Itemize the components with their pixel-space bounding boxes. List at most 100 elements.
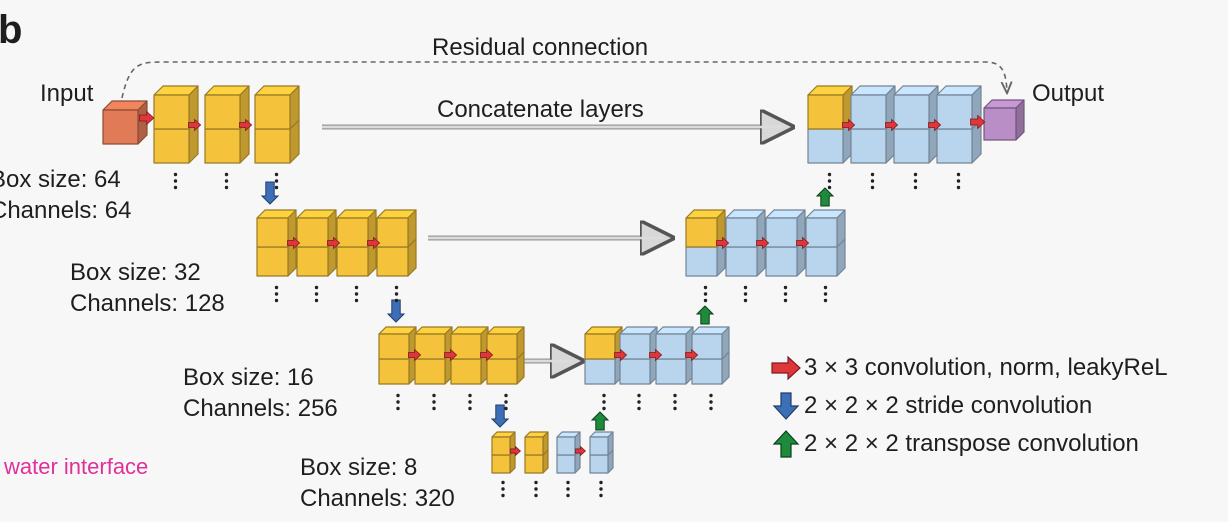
level-1-label: Box size: 64 Channels: 64 (0, 164, 131, 226)
blue-down-arrow-icon (772, 392, 800, 420)
transpose-convolution-arrow (815, 187, 835, 207)
decoder-block-l3-4-upper (691, 326, 730, 360)
decoder-block-l1-2-upper (850, 85, 896, 130)
residual-dashed-line (121, 61, 1007, 99)
ellipsis-dot (566, 480, 570, 485)
ellipsis-dot (783, 298, 788, 303)
ellipsis-dot (173, 185, 178, 190)
ellipsis-dot (956, 172, 961, 177)
decoder-block-l3-2-lower-front (619, 358, 651, 385)
encoder-block-l2-2-lower-front (296, 246, 329, 277)
ellipsis-dot (827, 172, 832, 177)
ellipsis-dot (314, 298, 319, 303)
legend-stride-text: 2 × 2 × 2 stride convolution (804, 392, 1093, 419)
convolution-arrow (928, 118, 942, 132)
input-label: Input (40, 80, 94, 107)
decoder-block-l1-3-upper (893, 85, 939, 130)
encoder-block-l2-3-upper (336, 209, 377, 248)
ellipsis-dot (432, 406, 436, 411)
ellipsis-dot (913, 172, 918, 177)
ellipsis-dot (274, 285, 279, 290)
encoder-block-l2-2-upper-front (296, 217, 329, 248)
decoder-block-l4-2-upper (589, 431, 614, 456)
encoder-block-l1-1-upper-front (153, 94, 190, 130)
ellipsis-dot (566, 493, 570, 498)
concatenate-layers-label: Concatenate layers (437, 96, 644, 123)
encoder-block-l4-2-lower-front (524, 454, 544, 474)
ellipsis-dot (432, 400, 436, 404)
convolution-arrow (716, 236, 730, 250)
decoder-block-l2-3-lower-front (765, 246, 798, 277)
ellipsis-dot (673, 400, 677, 404)
level-1-channels: Channels: 64 (0, 197, 132, 224)
decoder-block-l2-1-lower-front (685, 246, 718, 277)
ellipsis-dot (709, 393, 713, 398)
decoder-block-l2-2-upper-front (725, 217, 758, 248)
ellipsis-dot (673, 406, 677, 411)
level-3-channels: Channels: 256 (183, 395, 338, 422)
ellipsis-dot (913, 185, 918, 190)
ellipsis-dot (224, 185, 229, 190)
ellipsis-dot (743, 285, 748, 290)
encoder-block-l3-4-upper (486, 326, 525, 360)
transpose-convolution-arrow (695, 305, 715, 325)
ellipsis-dot (504, 400, 508, 404)
ellipsis-dot (602, 393, 606, 398)
decoder-block-l4-1-upper-front (556, 436, 576, 456)
ellipsis-dot (468, 400, 472, 404)
decoder-block-l1-3-upper-front (893, 94, 930, 130)
output-label: Output (1032, 80, 1105, 107)
ellipsis-dot (602, 406, 606, 411)
ellipsis-dot (468, 393, 472, 398)
ellipsis-dot (827, 185, 832, 190)
output-block (983, 99, 1025, 141)
encoder-block-l3-3-lower-front (450, 358, 482, 385)
encoder-block-l2-2-upper (296, 209, 337, 248)
ellipsis-dot (599, 480, 603, 485)
ellipsis-dot (501, 493, 505, 498)
decoder-block-l1-3-lower-front (893, 128, 930, 164)
ellipsis-dot (274, 292, 279, 296)
decoder-block-l4-2-lower-front (589, 454, 609, 474)
decoder-block-l2-3-upper (765, 209, 806, 248)
encoder-block-l1-3-upper (254, 85, 300, 130)
encoder-block-l2-4-lower-front (376, 246, 409, 277)
decoder-block-l2-4-upper (805, 209, 846, 248)
convolution-arrow (756, 236, 770, 250)
ellipsis-dot (354, 298, 359, 303)
ellipsis-dot (468, 406, 472, 411)
encoder-block-l2-1-upper-front (256, 217, 289, 248)
ellipsis-dot (870, 172, 875, 177)
encoder-block-l4-1-upper-front (491, 436, 511, 456)
convolution-arrow (287, 236, 301, 250)
encoder-block-l2-4-upper (376, 209, 417, 248)
decoder-block-l3-3-lower-front (655, 358, 687, 385)
stride-convolution-arrow (386, 299, 406, 323)
output-block-side (1015, 99, 1025, 141)
ellipsis-dot (637, 406, 641, 411)
legend-item-transpose: 2 × 2 × 2 transpose convolution (770, 427, 1139, 461)
convolution-arrow (842, 118, 856, 132)
ellipsis-dot (709, 406, 713, 411)
convolution-arrows (139, 110, 986, 457)
encoder-block-l3-2-lower-front (414, 358, 446, 385)
residual-connection-label: Residual connection (432, 34, 649, 61)
ellipsis-dot (703, 292, 708, 296)
encoder-block-l3-4-lower-front (486, 358, 518, 385)
convolution-arrow (796, 236, 810, 250)
convolution-arrow (327, 236, 341, 250)
ellipsis-dot (783, 285, 788, 290)
ellipsis-dot (637, 393, 641, 398)
sampling-arrows (260, 181, 835, 431)
ellipsis-dot (703, 285, 708, 290)
convolution-arrow (188, 118, 202, 132)
network-blocks (102, 85, 1025, 474)
encoder-block-l2-3-lower-front (336, 246, 369, 277)
ellipsis-dots (173, 172, 961, 498)
level-4-label: Box size: 8 Channels: 320 (300, 452, 455, 514)
ellipsis-dot (504, 393, 508, 398)
legend-item-convolution: 3 × 3 convolution, norm, leakyReL (770, 351, 1168, 385)
encoder-block-l4-1-lower-front (491, 454, 511, 474)
transpose-convolution-arrow (590, 411, 610, 431)
